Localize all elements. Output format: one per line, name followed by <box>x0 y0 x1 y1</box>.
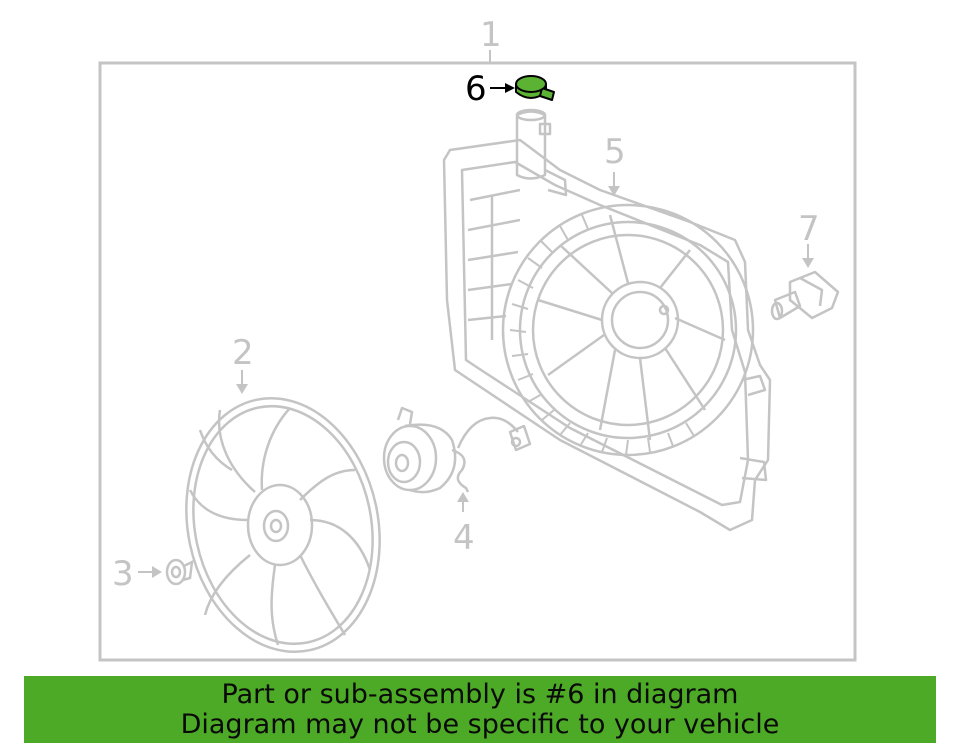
parts-diagram: 1 <box>98 15 857 670</box>
arrow-2 <box>236 384 248 394</box>
callout-6[interactable]: 6 <box>465 69 487 109</box>
fan-shroud-part-5[interactable] <box>442 108 772 532</box>
assembly-frame <box>98 61 857 662</box>
fan-blade-part-2[interactable] <box>163 380 402 670</box>
arrow-3 <box>152 566 162 578</box>
banner-line-2: Diagram may not be specific to your vehi… <box>180 709 780 740</box>
arrow-5 <box>608 186 620 196</box>
callout-7[interactable]: 7 <box>798 209 820 249</box>
callout-3[interactable]: 3 <box>112 554 134 594</box>
arrow-6 <box>505 83 515 93</box>
reservoir-cap-part-6[interactable] <box>515 75 555 101</box>
arrow-7 <box>802 258 814 268</box>
fastener-part-3[interactable] <box>165 558 194 586</box>
banner-line-1: Part or sub-assembly is #6 in diagram <box>221 679 739 710</box>
fan-motor-part-4[interactable] <box>382 406 532 494</box>
callout-2[interactable]: 2 <box>232 333 254 373</box>
arrow-4 <box>457 492 469 502</box>
callout-5[interactable]: 5 <box>604 132 626 172</box>
resistor-part-7[interactable] <box>770 270 840 321</box>
info-banner: Part or sub-assembly is #6 in diagram Di… <box>24 676 936 743</box>
callout-4[interactable]: 4 <box>453 518 475 558</box>
callout-1[interactable]: 1 <box>480 15 502 55</box>
